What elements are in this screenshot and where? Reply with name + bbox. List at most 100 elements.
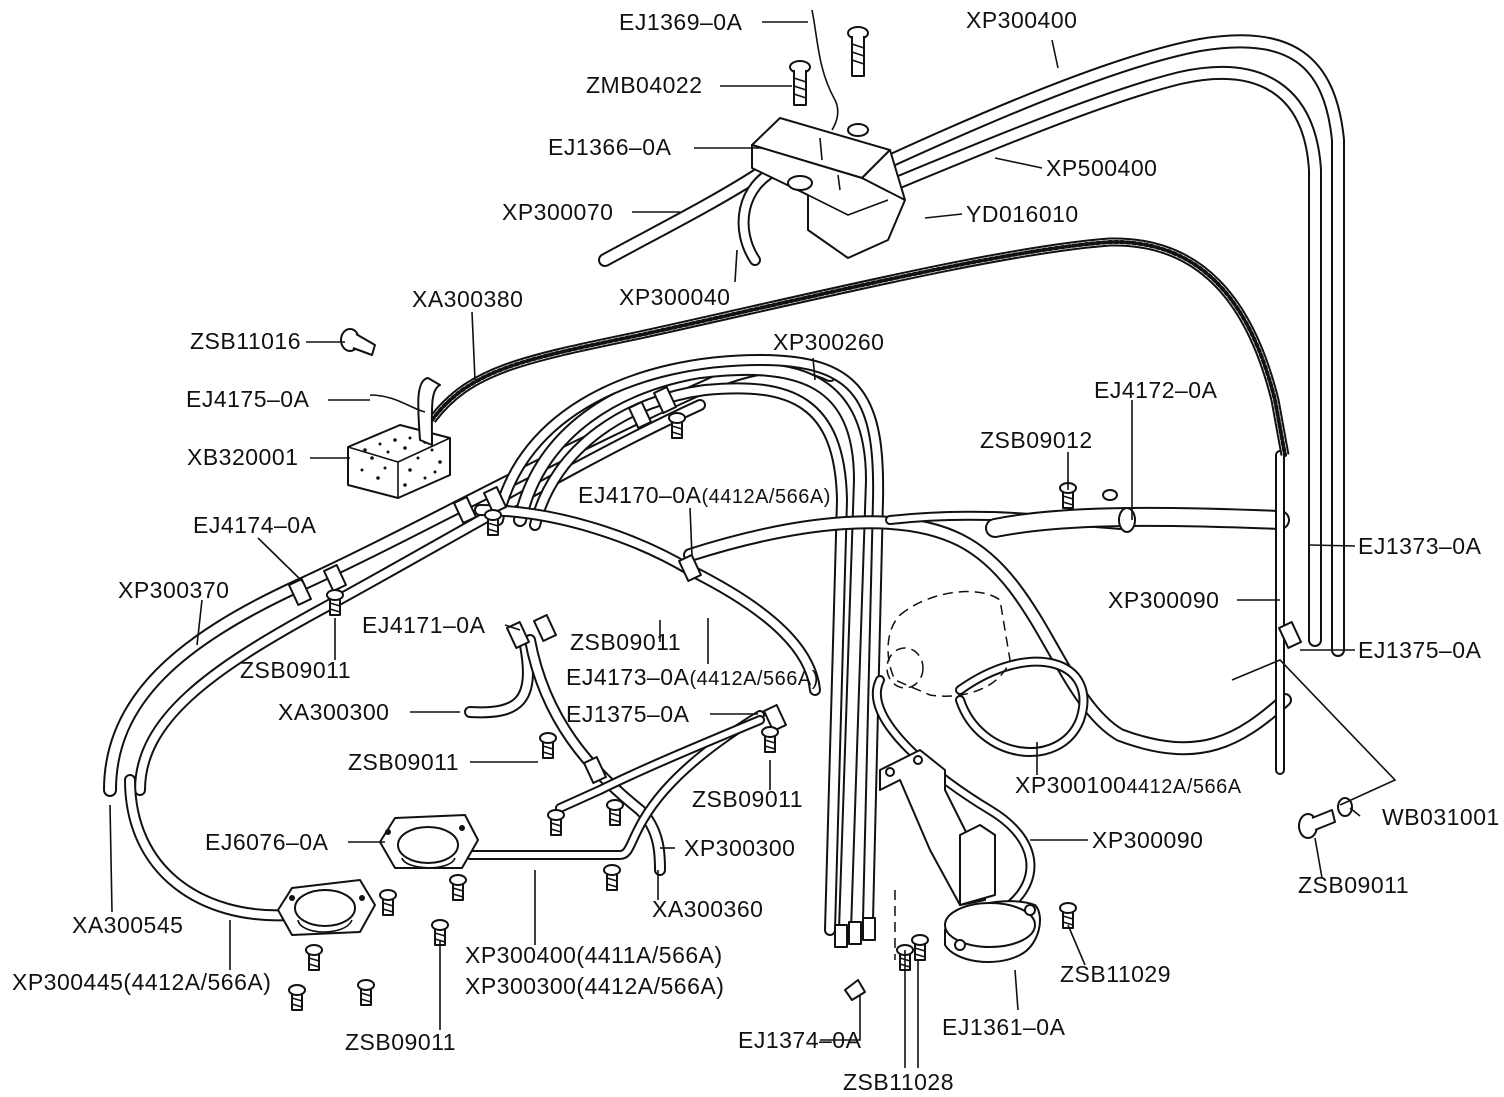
label-ej4171: EJ4171–0A bbox=[362, 612, 486, 638]
screws bbox=[288, 412, 1077, 1011]
valve-bracket-assembly bbox=[879, 749, 1041, 963]
screw-2 bbox=[484, 509, 502, 536]
tube-xp300400-bot bbox=[465, 710, 765, 860]
bracket-ej4175 bbox=[417, 377, 441, 446]
label-xp300370: XP300370 bbox=[118, 577, 229, 603]
label-xp300400-top: XP300400 bbox=[966, 7, 1077, 33]
label-ej1375-mid: EJ1375–0A bbox=[566, 701, 690, 727]
tube-clamp-5 bbox=[628, 401, 652, 429]
label-xa300360: XA300360 bbox=[652, 896, 763, 922]
label-ej1369: EJ1369–0A bbox=[619, 9, 743, 35]
label-xp300070: XP300070 bbox=[502, 199, 613, 225]
label-ej1375-right: EJ1375–0A bbox=[1358, 637, 1482, 663]
label-ej4174: EJ4174–0A bbox=[193, 512, 317, 538]
screw-1 bbox=[668, 412, 686, 439]
tube-clamp-10 bbox=[678, 554, 702, 582]
label-xp300090-mid: XP300090 bbox=[1092, 827, 1203, 853]
label-wb031001: WB031001 bbox=[1382, 804, 1500, 830]
screw-top-right bbox=[847, 26, 869, 77]
label-xp300260: XP300260 bbox=[773, 329, 884, 355]
label-ej1366: EJ1366–0A bbox=[548, 134, 672, 160]
tube-clamp-1 bbox=[453, 496, 477, 524]
screw-16 bbox=[911, 934, 929, 961]
clip-ej4172 bbox=[1102, 489, 1136, 533]
screw-17 bbox=[606, 799, 624, 826]
label-ej4170-note: (4412A/566A) bbox=[701, 486, 830, 508]
label-ej4175: EJ4175–0A bbox=[186, 386, 310, 412]
label-zmb04022: ZMB04022 bbox=[586, 72, 703, 98]
label-ej1373: EJ1373–0A bbox=[1358, 533, 1482, 559]
label-zsb09011-f: ZSB09011 bbox=[345, 1029, 456, 1055]
cable-end-ej1374 bbox=[844, 979, 866, 1001]
tube-xp300445 bbox=[124, 774, 296, 922]
label-xp300100: XP3001004412A/566A bbox=[1015, 772, 1242, 798]
label-xp300090-right: XP300090 bbox=[1108, 587, 1219, 613]
screw-6 bbox=[547, 809, 565, 836]
screw-8 bbox=[449, 874, 467, 901]
screw-9 bbox=[379, 889, 397, 916]
label-xp300300-bot: XP300300(4412A/566A) bbox=[465, 973, 724, 999]
label-ej4173-note: (4412A/566A) bbox=[689, 668, 818, 690]
tube-clamp-6 bbox=[533, 614, 557, 642]
label-zsb09011-e: ZSB09011 bbox=[1298, 872, 1409, 898]
tube-ej4171 bbox=[524, 634, 666, 876]
screw-0 bbox=[1059, 482, 1077, 509]
label-zsb09011-b: ZSB09011 bbox=[240, 657, 351, 683]
callout-labels: EJ1369–0A XP300400 ZMB04022 EJ1366–0A XP… bbox=[12, 7, 1500, 1095]
label-zsb11028: ZSB11028 bbox=[843, 1069, 954, 1095]
screw-zsb09011-right bbox=[1298, 809, 1336, 839]
label-zsb11029: ZSB11029 bbox=[1060, 961, 1171, 987]
label-ej1374: EJ1374–0A bbox=[738, 1027, 862, 1053]
flange-left bbox=[277, 879, 376, 936]
label-xp300040: XP300040 bbox=[619, 284, 730, 310]
tube-xp300400-top bbox=[863, 34, 1345, 657]
ghost-cylinder bbox=[886, 590, 1011, 697]
tube-clamp-9 bbox=[763, 704, 787, 732]
label-xp300445: XP300445(4412A/566A) bbox=[12, 969, 271, 995]
screw-zmb04022 bbox=[789, 60, 811, 106]
label-xp500400: XP500400 bbox=[1046, 155, 1157, 181]
tube-xp300260-c bbox=[492, 354, 885, 926]
tube-xp300260-b bbox=[529, 382, 848, 936]
sponge-block bbox=[347, 424, 451, 499]
label-yd016010: YD016010 bbox=[966, 201, 1079, 227]
label-xa300380: XA300380 bbox=[412, 286, 523, 312]
label-xa300300: XA300300 bbox=[278, 699, 389, 725]
label-ej4170: EJ4170–0A(4412A/566A) bbox=[578, 482, 831, 508]
screw-5 bbox=[761, 726, 779, 753]
label-xp300400-bot: XP300400(4411A/566A) bbox=[465, 942, 723, 968]
screw-4 bbox=[539, 732, 557, 759]
screw-13 bbox=[357, 979, 375, 1006]
tube-clamp-4 bbox=[653, 386, 677, 414]
label-ej6076: EJ6076–0A bbox=[205, 829, 329, 855]
label-zsb11016: ZSB11016 bbox=[190, 328, 301, 354]
tube-xp300090-mid bbox=[872, 675, 1036, 910]
tube-xp500400 bbox=[873, 65, 1322, 647]
screw-14 bbox=[1059, 902, 1077, 929]
label-zsb09011-d: ZSB09011 bbox=[692, 786, 803, 812]
tube-xp300090-loop bbox=[955, 656, 1089, 757]
tube-xp300400-bot2 bbox=[555, 715, 765, 813]
label-zsb09011-c: ZSB09011 bbox=[348, 749, 459, 775]
tube-clamp-11 bbox=[1278, 621, 1302, 649]
tube-clamp-0 bbox=[483, 486, 507, 514]
tube-hose-ej4172 bbox=[985, 506, 1290, 538]
label-xb320001: XB320001 bbox=[187, 444, 298, 470]
label-ej4173: EJ4173–0A(4412A/566A) bbox=[566, 664, 819, 690]
lead-wire bbox=[811, 9, 839, 131]
label-xa300545: XA300545 bbox=[72, 912, 183, 938]
label-ej1361: EJ1361–0A bbox=[942, 1014, 1066, 1040]
label-zsb09012: ZSB09012 bbox=[980, 427, 1093, 453]
tube-xp300260-a bbox=[513, 361, 867, 937]
tube-xp300300 bbox=[464, 639, 534, 719]
tube-clamp-2 bbox=[323, 564, 347, 592]
tube-clamp-3 bbox=[288, 578, 312, 606]
washer-wb031001 bbox=[1337, 797, 1353, 817]
label-xp300100-note: 4412A/566A bbox=[1126, 776, 1241, 798]
tube-clamp-8 bbox=[583, 756, 607, 784]
label-xp300300-mid: XP300300 bbox=[684, 835, 795, 861]
screw-zsb11016 bbox=[340, 328, 376, 356]
braided-hose-xa300380 bbox=[428, 237, 1290, 457]
tube-xp300070 bbox=[598, 163, 772, 267]
